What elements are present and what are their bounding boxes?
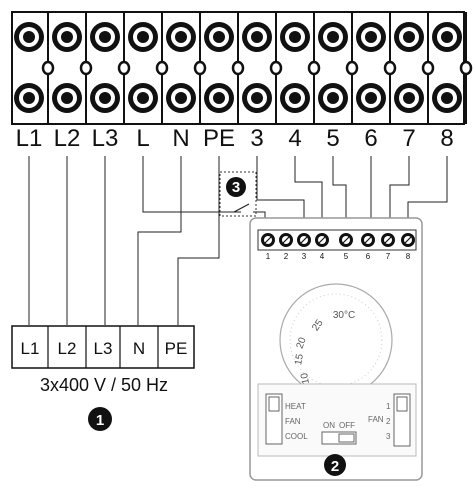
terminal-cell <box>128 12 169 124</box>
terminal-cell <box>242 12 283 124</box>
fan-speed-3: 3 <box>386 432 391 441</box>
terminal-label-l3: L3 <box>92 125 119 152</box>
wire-3 <box>256 156 305 232</box>
supply-box: L1 L2 L3 N PE 3x400 V / 50 Hz 1 <box>11 325 195 431</box>
supply-rating: 3x400 V / 50 Hz <box>40 375 168 395</box>
wire-pe <box>177 156 220 325</box>
thermostat-terminal-strip <box>261 233 415 247</box>
supply-label-l1: L1 <box>21 339 40 358</box>
terminal-cell <box>90 12 131 124</box>
thermo-term-1: 1 <box>266 252 271 261</box>
wire-5 <box>332 156 347 232</box>
badge-3-label: 3 <box>232 179 240 196</box>
terminal-cell <box>14 12 55 124</box>
terminal-label-l1: L1 <box>16 125 43 152</box>
terminal-cell <box>280 12 321 124</box>
thermo-term-5: 5 <box>344 252 349 261</box>
supply-label-l3: L3 <box>94 339 113 358</box>
dial-mark-20: 20 <box>295 336 309 351</box>
terminal-label-n: N <box>172 125 189 152</box>
terminal-block <box>11 11 473 125</box>
wire-n <box>137 156 182 325</box>
fan-speed-1: 1 <box>386 402 391 411</box>
switch-off: OFF <box>339 421 355 430</box>
mode-fan: FAN <box>285 417 301 426</box>
dial-mark-15: 15 <box>293 353 306 366</box>
thermostat: 1 2 3 4 5 6 7 8 30°C 25 20 15 10 HEAT FA… <box>249 217 423 481</box>
terminal-label-3: 3 <box>250 125 263 152</box>
terminal-label-7: 7 <box>402 125 415 152</box>
badge-2-label: 2 <box>331 458 339 475</box>
thermo-term-6: 6 <box>366 252 371 261</box>
thermo-term-2: 2 <box>284 252 289 261</box>
thermo-term-4: 4 <box>320 252 325 261</box>
terminal-labels: L1 L2 L3 L N PE 3 4 5 6 7 8 <box>16 125 454 152</box>
terminal-label-pe: PE <box>203 125 235 152</box>
terminal-label-4: 4 <box>288 125 301 152</box>
wires <box>28 156 448 325</box>
badge-2-icon <box>324 454 346 476</box>
terminal-cell <box>204 12 245 124</box>
badge-3-icon <box>226 177 246 197</box>
terminal-cell <box>166 12 207 124</box>
terminal-label-5: 5 <box>326 125 339 152</box>
mode-cool: COOL <box>285 432 308 441</box>
fan-label: FAN <box>368 415 384 424</box>
terminal-cell <box>394 12 435 124</box>
thermo-term-8: 8 <box>406 252 411 261</box>
switch-on: ON <box>323 421 335 430</box>
badge-1-label: 1 <box>96 412 104 429</box>
supply-label-l2: L2 <box>58 339 77 358</box>
wire-4 <box>294 156 323 232</box>
supply-label-pe: PE <box>165 339 188 358</box>
terminal-cell <box>356 12 397 124</box>
supply-label-n: N <box>133 339 145 358</box>
badge-1-icon <box>88 407 112 431</box>
thermo-term-3: 3 <box>302 252 307 261</box>
wire-l <box>142 156 241 213</box>
wire-7 <box>389 156 410 232</box>
wire-8 <box>407 156 448 232</box>
terminal-cell <box>52 12 93 124</box>
terminal-cell <box>432 12 473 124</box>
fan-speed-2: 2 <box>386 417 391 426</box>
link-switch: 3 <box>219 171 257 217</box>
dial-mark-30: 30°C <box>333 310 355 321</box>
terminal-label-l2: L2 <box>54 125 81 152</box>
terminal-label-8: 8 <box>440 125 453 152</box>
thermo-term-7: 7 <box>386 252 391 261</box>
terminal-cell <box>318 12 359 124</box>
mode-heat: HEAT <box>285 402 306 411</box>
terminal-label-l: L <box>136 125 149 152</box>
terminal-label-6: 6 <box>364 125 377 152</box>
dial-mark-10: 10 <box>299 372 312 385</box>
